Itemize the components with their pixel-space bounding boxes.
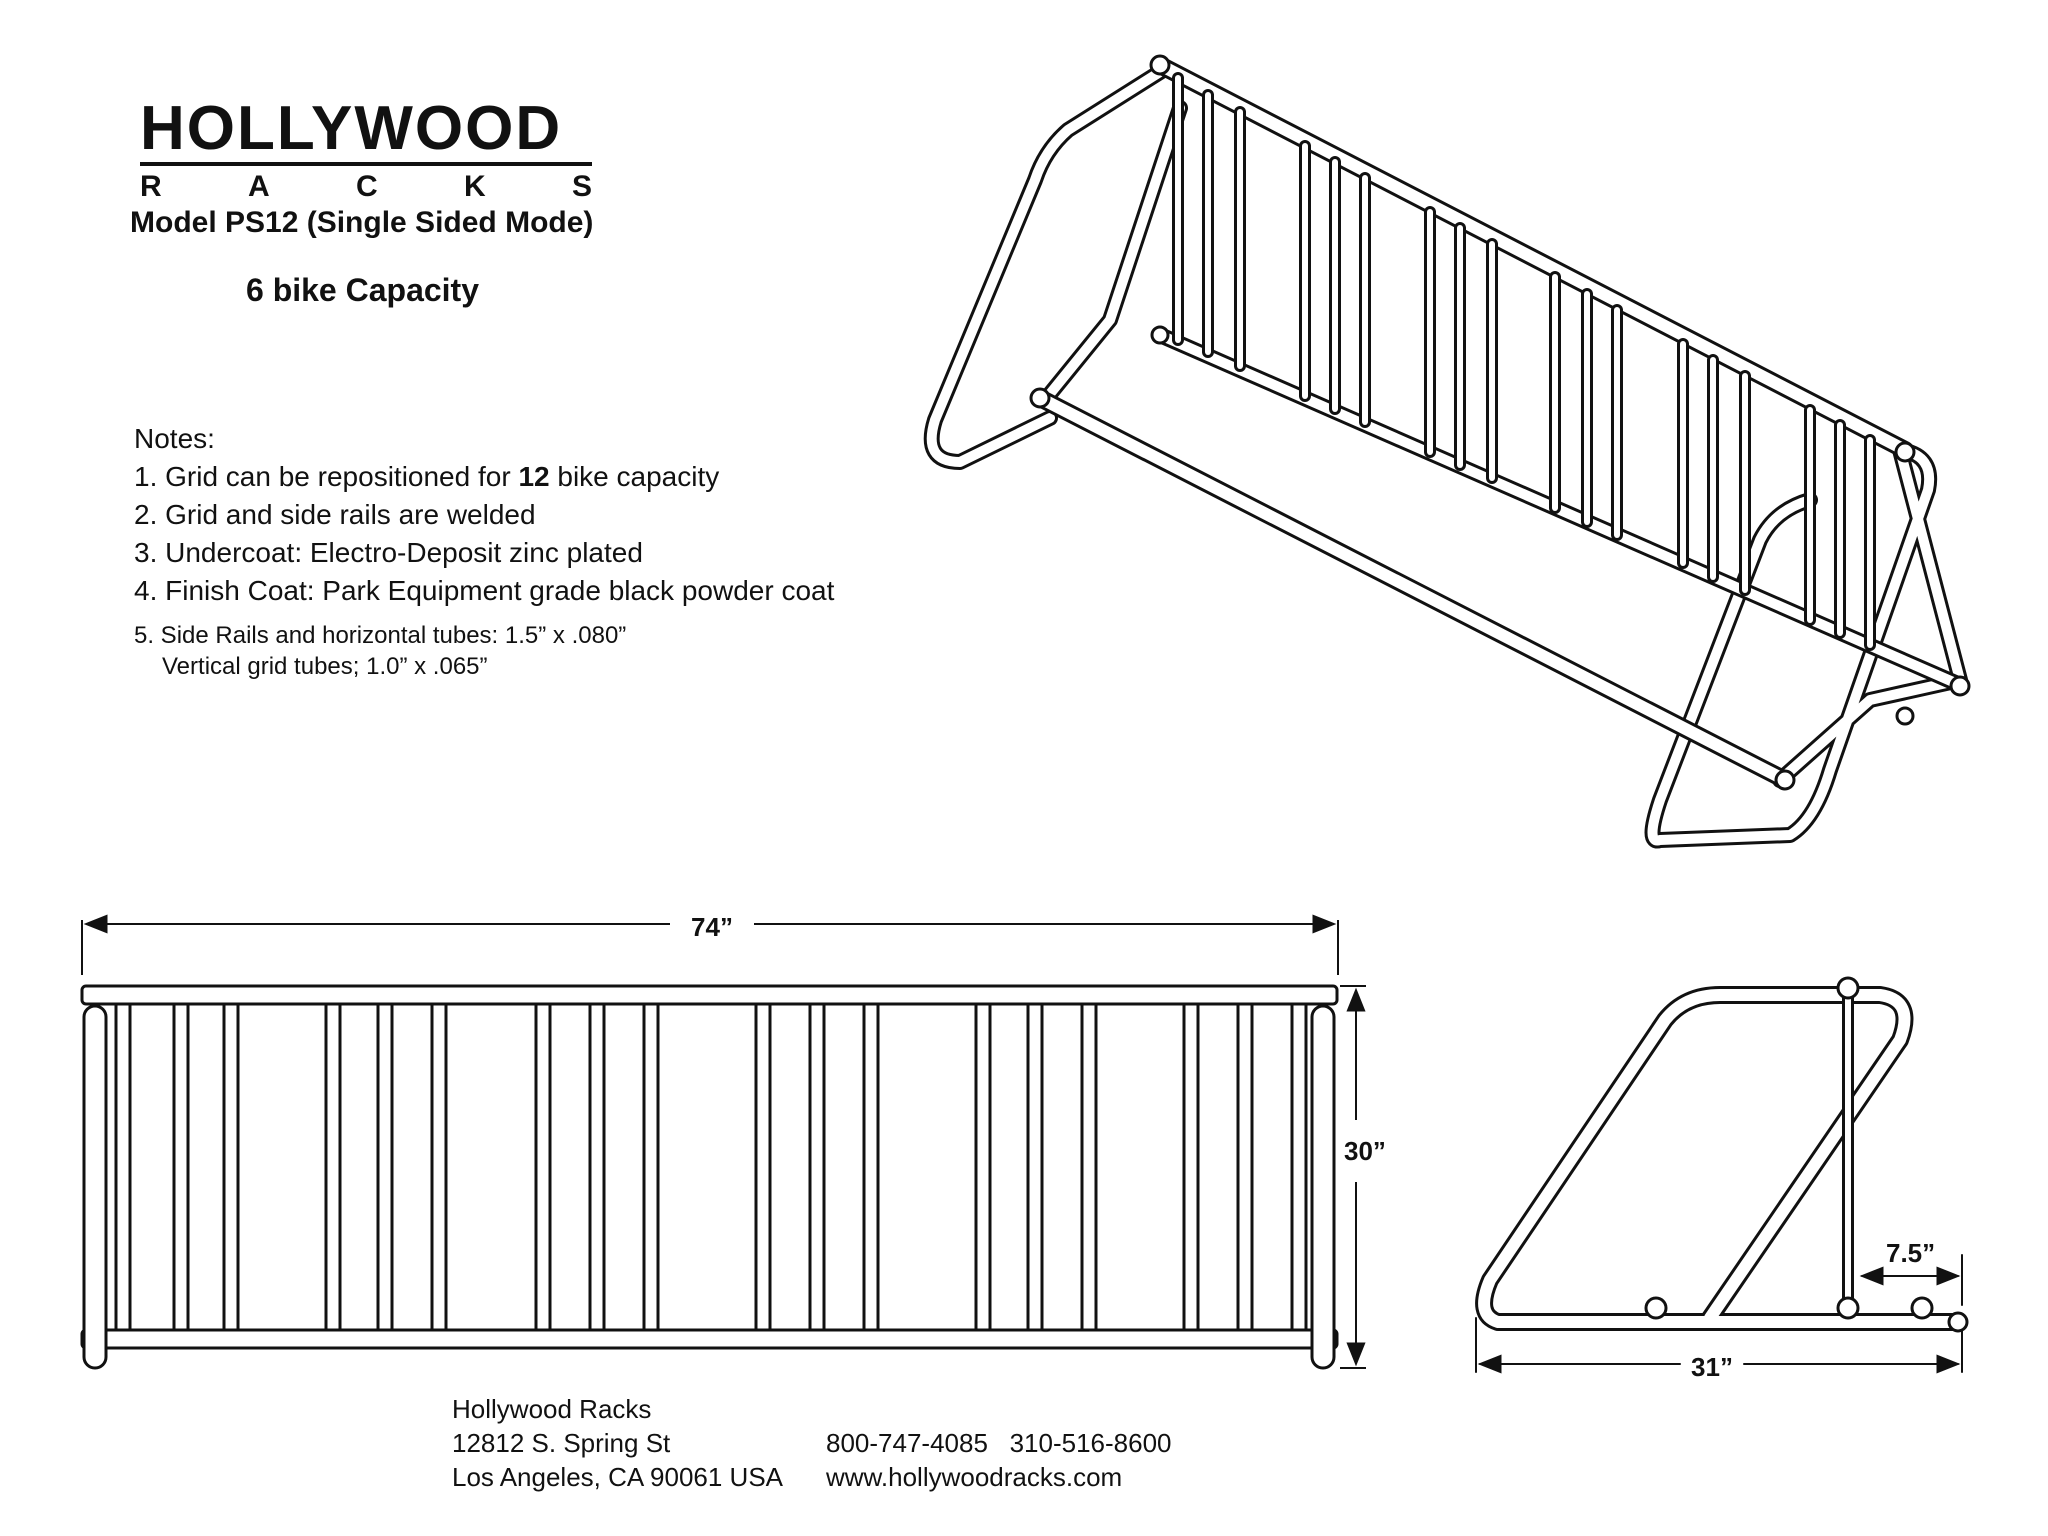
side-view: 7.5” 31” — [1475, 976, 1969, 1382]
dim-depth-label: 31” — [1691, 1352, 1733, 1382]
note-2: 2. Grid and side rails are welded — [134, 499, 536, 530]
dim-height-label: 30” — [1344, 1136, 1386, 1166]
capacity-heading: 6 bike Capacity — [246, 272, 479, 309]
note-5: 5. Side Rails and horizontal tubes: 1.5”… — [134, 622, 627, 649]
note-3: 3. Undercoat: Electro-Deposit zinc plate… — [134, 537, 643, 568]
logo-subtitle: R A C K S — [140, 172, 592, 202]
iso-tube-caps — [1029, 54, 1971, 791]
isometric-view — [923, 54, 1971, 849]
dim-offset-arrow — [1859, 1254, 1963, 1306]
company-contact: 800-747-4085 310-516-8600 www.hollywoodr… — [826, 1426, 1172, 1494]
note-1-post: bike capacity — [549, 461, 720, 492]
logo-letter: K — [463, 170, 486, 203]
model-title: Model PS12 (Single Sided Mode) — [130, 206, 594, 239]
logo-letter: A — [247, 170, 270, 203]
website-link[interactable]: www.hollywoodracks.com — [826, 1462, 1123, 1492]
logo-letter: C — [355, 170, 378, 203]
iso-top-rail — [1151, 56, 1914, 459]
city-address: Los Angeles, CA 90061 USA — [452, 1462, 784, 1492]
dim-depth-arrow — [1475, 1317, 1963, 1374]
side-frame-outer — [1475, 986, 1964, 1331]
logo-rule — [140, 162, 592, 166]
iso-right-side-rail — [1644, 442, 1968, 849]
side-tube-caps — [1644, 976, 1969, 1333]
company-address: Hollywood Racks 12812 S. Spring St Los A… — [452, 1392, 783, 1494]
dim-length-arrow — [81, 914, 1339, 975]
dim-offset-label: 7.5” — [1886, 1238, 1935, 1268]
note-4: 4. Finish Coat: Park Equipment grade bla… — [134, 575, 835, 606]
capacity-text: bike Capacity — [272, 272, 479, 308]
brand-logo: HOLLYWOOD R A C K S — [140, 98, 600, 202]
company-name: Hollywood Racks — [452, 1394, 652, 1424]
iso-bottom-front-rail — [1031, 389, 1794, 789]
iso-left-side-rail — [923, 64, 1188, 470]
notes-title: Notes: — [134, 423, 215, 454]
capacity-number: 6 — [246, 272, 264, 308]
phone-numbers: 800-747-4085 310-516-8600 — [826, 1428, 1172, 1458]
note-1: 1. Grid can be repositioned for 12 bike … — [134, 458, 834, 496]
dim-length-label: 74” — [691, 912, 733, 942]
street-address: 12812 S. Spring St — [452, 1428, 671, 1458]
front-frame — [80, 984, 1339, 1370]
note-5-cont: Vertical grid tubes; 1.0” x .065” — [162, 653, 488, 680]
note-1-bold: 12 — [518, 461, 550, 492]
logo-wordmark: HOLLYWOOD — [140, 94, 563, 163]
front-grid-tubes — [114, 1002, 1308, 1332]
front-view: 74” — [80, 912, 1386, 1370]
iso-grid-tubes — [1172, 72, 1876, 651]
dim-height-arrow — [1340, 985, 1366, 1369]
notes-list: Notes: 1. Grid can be repositioned for 1… — [134, 420, 834, 682]
logo-letter: S — [571, 170, 592, 203]
logo-letter: R — [140, 170, 162, 203]
note-1-pre: 1. Grid can be repositioned for — [134, 461, 519, 492]
